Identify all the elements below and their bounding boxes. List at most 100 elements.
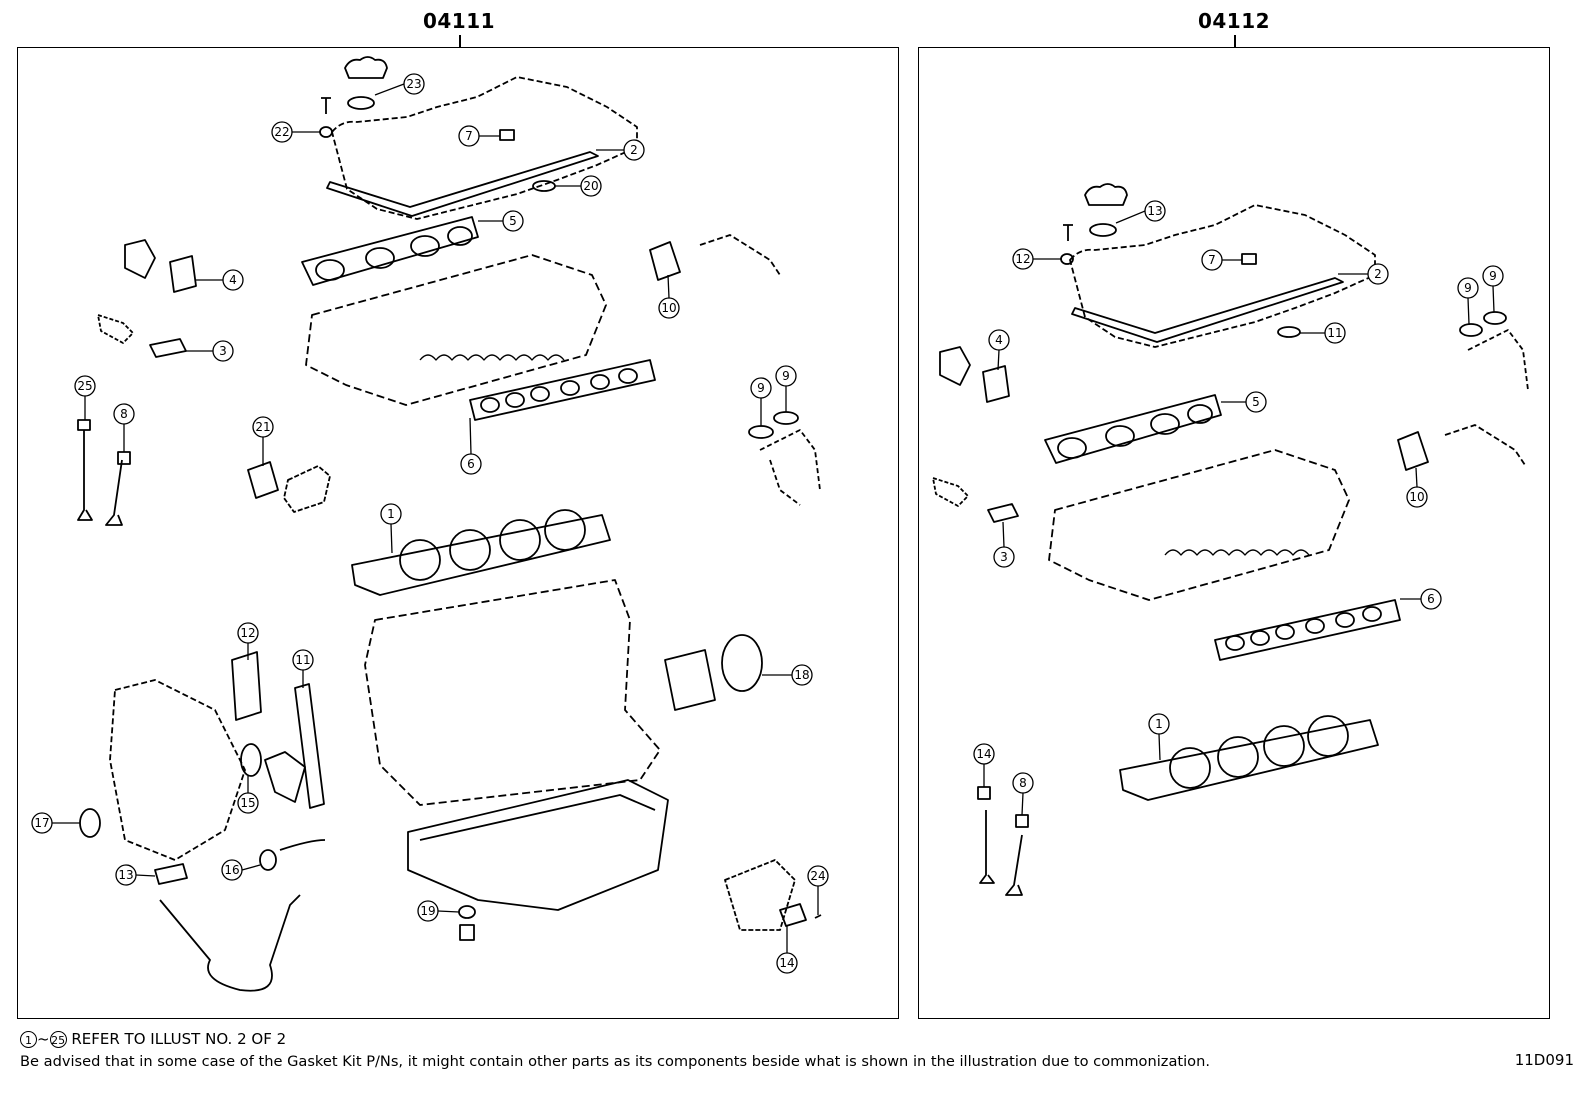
callout-8: 8 (113, 403, 135, 452)
exhaust-pipe-drawing (759, 429, 821, 506)
svg-text:4: 4 (995, 333, 1003, 347)
grommet-22-drawing (319, 126, 333, 138)
callout-4: 4 (196, 269, 244, 291)
valve-right-drawing (1005, 834, 1023, 896)
svg-text:3: 3 (219, 344, 227, 358)
svg-text:14: 14 (976, 747, 991, 761)
seal-17-drawing (79, 808, 101, 838)
svg-text:9: 9 (757, 381, 765, 395)
callout-24: 24 (807, 865, 829, 915)
water-pipe-drawing (1444, 424, 1526, 466)
head-cover-drawing (331, 76, 638, 220)
water-pump-drawing (264, 751, 306, 803)
panel-04111-frame (17, 47, 899, 1019)
panel-04112-label: 04112 (1197, 9, 1271, 33)
svg-text:15: 15 (240, 796, 255, 810)
svg-text:8: 8 (120, 407, 128, 421)
seal-14-drawing (977, 786, 991, 800)
gasket-3-drawing (987, 503, 1019, 523)
outlet-gasket-4-drawing (169, 255, 197, 293)
svg-text:5: 5 (1252, 395, 1260, 409)
svg-text:2: 2 (1374, 267, 1382, 281)
callout-13: 13 (1115, 200, 1166, 224)
ring-9b-drawing (1483, 311, 1507, 325)
svg-text:1: 1 (1155, 717, 1163, 731)
timing-cover-drawing (109, 679, 246, 861)
footer-reference-note: 1~25 REFER TO ILLUST NO. 2 OF 2 (20, 1030, 286, 1048)
exhaust-pipe-drawing (1467, 329, 1529, 391)
callout-8: 8 (1012, 772, 1034, 816)
svg-text:18: 18 (794, 668, 809, 682)
head-gasket-1-drawing (1119, 719, 1379, 801)
valve-left-drawing (77, 430, 93, 521)
bolt-drawing (321, 97, 331, 114)
panel-04112-frame (918, 47, 1550, 1019)
callout-10: 10 (1406, 467, 1428, 508)
cap-gasket-13-drawing (1089, 223, 1117, 237)
callout-11: 11 (1300, 322, 1346, 344)
callout-5: 5 (478, 210, 524, 232)
svg-text:21: 21 (255, 420, 270, 434)
seal-8-drawing (117, 451, 131, 465)
head-gasket-1-drawing (351, 514, 611, 596)
svg-text:1: 1 (387, 507, 395, 521)
svg-text:12: 12 (1015, 252, 1030, 266)
callout-12: 12 (1012, 248, 1061, 270)
callout-21: 21 (252, 416, 274, 466)
callout-18: 18 (762, 664, 813, 686)
plug-7-drawing (499, 129, 515, 141)
gasket-16-drawing (259, 849, 277, 871)
oil-seal-retainer-drawing (664, 649, 716, 711)
callout-11: 11 (292, 649, 314, 688)
intake-gasket-5-drawing (1044, 394, 1222, 464)
callout-23: 23 (374, 73, 425, 96)
o-ring-24-drawing (814, 914, 822, 919)
callout-9a: 9 (750, 377, 772, 426)
illustration-code: 11D091 (1514, 1051, 1574, 1069)
callout-3: 3 (186, 340, 234, 362)
callout-6: 6 (460, 417, 482, 475)
svg-text:2: 2 (630, 143, 638, 157)
callout-9a: 9 (1457, 277, 1479, 325)
svg-text:6: 6 (1427, 592, 1435, 606)
svg-text:3: 3 (1000, 550, 1008, 564)
svg-text:7: 7 (465, 129, 473, 143)
svg-text:19: 19 (420, 904, 435, 918)
svg-text:6: 6 (467, 457, 475, 471)
valve-left-drawing (979, 810, 995, 884)
callout-15: 15 (237, 776, 259, 814)
ring-11-drawing (1277, 326, 1301, 338)
callout-13: 13 (115, 864, 156, 886)
svg-text:16: 16 (224, 863, 239, 877)
exhaust-gasket-6-drawing (1214, 599, 1401, 661)
gasket-21-drawing (247, 461, 279, 499)
cap-gasket-23-drawing (347, 96, 375, 110)
callout-7: 7 (1201, 249, 1242, 271)
callout-17: 17 (31, 812, 80, 834)
ring-20-drawing (532, 180, 556, 192)
svg-text:11: 11 (1327, 326, 1342, 340)
callout-22: 22 (271, 121, 320, 143)
head-cover-gasket-2-drawing (326, 151, 599, 217)
gasket-13-drawing (154, 863, 188, 885)
callout-4: 4 (988, 329, 1010, 371)
oil-filler-cap-drawing (1084, 183, 1128, 206)
oil-filter-bracket-drawing (724, 859, 796, 931)
exhaust-gasket-6-drawing (469, 359, 656, 421)
svg-text:8: 8 (1019, 776, 1027, 790)
sensor-drawing (97, 314, 134, 344)
svg-text:22: 22 (274, 125, 289, 139)
rear-oil-seal-18-drawing (721, 634, 763, 692)
svg-text:13: 13 (118, 868, 133, 882)
ref-start-number: 1 (20, 1031, 37, 1048)
ring-9a-drawing (748, 425, 774, 439)
footer-disclaimer: Be advised that in some case of the Gask… (20, 1053, 1210, 1070)
plug-19-drawing (458, 905, 476, 919)
svg-text:9: 9 (1464, 281, 1472, 295)
parts-illustration-left (77, 56, 822, 992)
parts-illustration-right (932, 183, 1529, 896)
svg-text:11: 11 (295, 653, 310, 667)
svg-text:13: 13 (1147, 204, 1162, 218)
svg-text:25: 25 (77, 379, 92, 393)
